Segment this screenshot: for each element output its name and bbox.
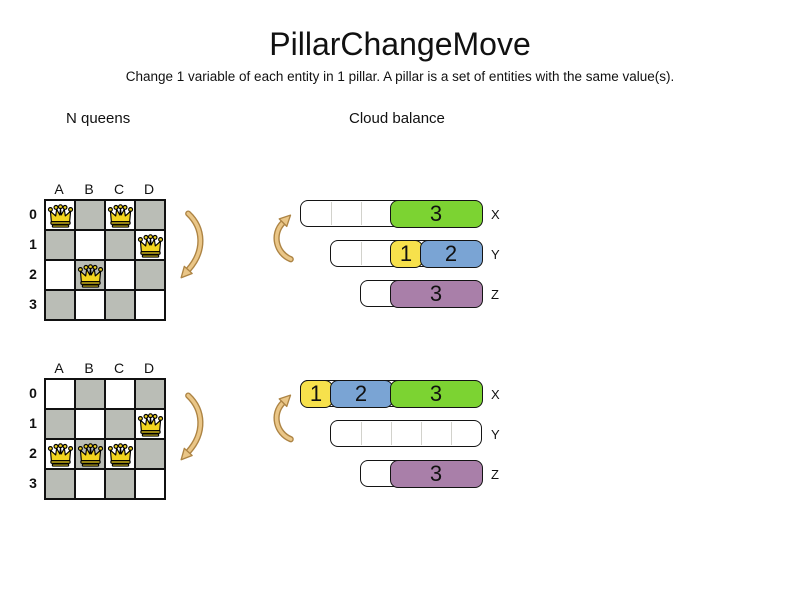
pillar-move-arrow-up-icon xyxy=(273,394,294,443)
board-cell xyxy=(105,200,135,230)
computer-label: Z xyxy=(491,287,499,302)
column-header: A xyxy=(54,181,64,197)
queen-icon xyxy=(77,263,103,288)
computer-bar-z: 3 xyxy=(360,459,483,488)
process-segment: 1 xyxy=(299,379,333,408)
board-cell xyxy=(45,379,75,409)
board-cell xyxy=(45,439,75,469)
empty-cell-divider xyxy=(360,202,362,225)
board-cell xyxy=(75,469,105,499)
pillar-move-arrow-up-icon xyxy=(273,214,294,263)
column-header: B xyxy=(84,181,94,197)
board-cell xyxy=(105,290,135,320)
row-header: 2 xyxy=(29,266,37,282)
board-cell xyxy=(75,409,105,439)
board-cell xyxy=(45,469,75,499)
computer-label: Y xyxy=(491,427,500,442)
column-header: C xyxy=(113,360,125,376)
board-cell xyxy=(105,409,135,439)
board-cell xyxy=(105,379,135,409)
process-segment: 2 xyxy=(329,379,393,408)
queen-icon xyxy=(137,233,163,258)
row-header: 1 xyxy=(29,236,37,252)
row-header: 0 xyxy=(29,385,37,401)
column-header: B xyxy=(84,360,94,376)
column-header: C xyxy=(113,181,125,197)
row-header: 1 xyxy=(29,415,37,431)
queen-icon xyxy=(47,203,73,228)
empty-cell-divider xyxy=(330,202,332,225)
process-segment: 3 xyxy=(389,379,483,408)
board-cell xyxy=(135,200,165,230)
section-label-cloudbalance: Cloud balance xyxy=(349,110,445,127)
pillar-move-arrow-down-icon xyxy=(180,210,204,279)
board-cell xyxy=(135,290,165,320)
page-title: PillarChangeMove xyxy=(269,26,531,62)
process-segment: 3 xyxy=(389,199,483,228)
chessboard-after xyxy=(44,378,166,500)
board-cell xyxy=(75,200,105,230)
empty-cell-divider xyxy=(360,422,362,445)
column-header: D xyxy=(143,360,155,376)
row-header: 0 xyxy=(29,206,37,222)
board-cell xyxy=(105,439,135,469)
computer-label: Y xyxy=(491,247,500,262)
column-header: D xyxy=(143,181,155,197)
computer-label: X xyxy=(491,207,500,222)
board-cell xyxy=(45,260,75,290)
board-cell xyxy=(135,439,165,469)
column-header: A xyxy=(54,360,64,376)
row-header: 3 xyxy=(29,475,37,491)
empty-cell-divider xyxy=(360,242,362,265)
queen-icon xyxy=(107,442,133,467)
computer-label: Z xyxy=(491,467,499,482)
board-cell xyxy=(75,439,105,469)
row-header: 3 xyxy=(29,296,37,312)
page-subtitle: Change 1 variable of each entity in 1 pi… xyxy=(125,69,675,84)
computer-label: X xyxy=(491,387,500,402)
pillar-move-arrow-down-icon xyxy=(180,392,204,461)
section-label-nqueens: N queens xyxy=(66,110,131,127)
board-cell xyxy=(135,260,165,290)
board-cell xyxy=(75,260,105,290)
computer-bar-y xyxy=(330,420,482,447)
empty-cell-divider xyxy=(390,422,392,445)
computer-bar-x: 3 xyxy=(300,199,483,228)
board-cell xyxy=(45,290,75,320)
board-cell xyxy=(135,379,165,409)
board-cell xyxy=(135,409,165,439)
process-segment: 2 xyxy=(419,239,483,268)
board-cell xyxy=(45,200,75,230)
board-cell xyxy=(75,290,105,320)
board-cell xyxy=(75,379,105,409)
board-cell xyxy=(135,230,165,260)
process-segment: 1 xyxy=(389,239,423,268)
board-cell xyxy=(105,469,135,499)
row-header: 2 xyxy=(29,445,37,461)
process-segment: 3 xyxy=(389,459,483,488)
empty-cell-divider xyxy=(420,422,422,445)
chessboard-before xyxy=(44,199,166,321)
queen-icon xyxy=(107,203,133,228)
process-segment: 3 xyxy=(389,279,483,308)
queen-icon xyxy=(47,442,73,467)
board-cell xyxy=(45,409,75,439)
board-cell xyxy=(45,230,75,260)
board-cell xyxy=(75,230,105,260)
computer-bar-z: 3 xyxy=(360,279,483,308)
board-cell xyxy=(105,230,135,260)
empty-cell-divider xyxy=(450,422,452,445)
queen-icon xyxy=(77,442,103,467)
board-cell xyxy=(105,260,135,290)
board-cell xyxy=(135,469,165,499)
queen-icon xyxy=(137,412,163,437)
